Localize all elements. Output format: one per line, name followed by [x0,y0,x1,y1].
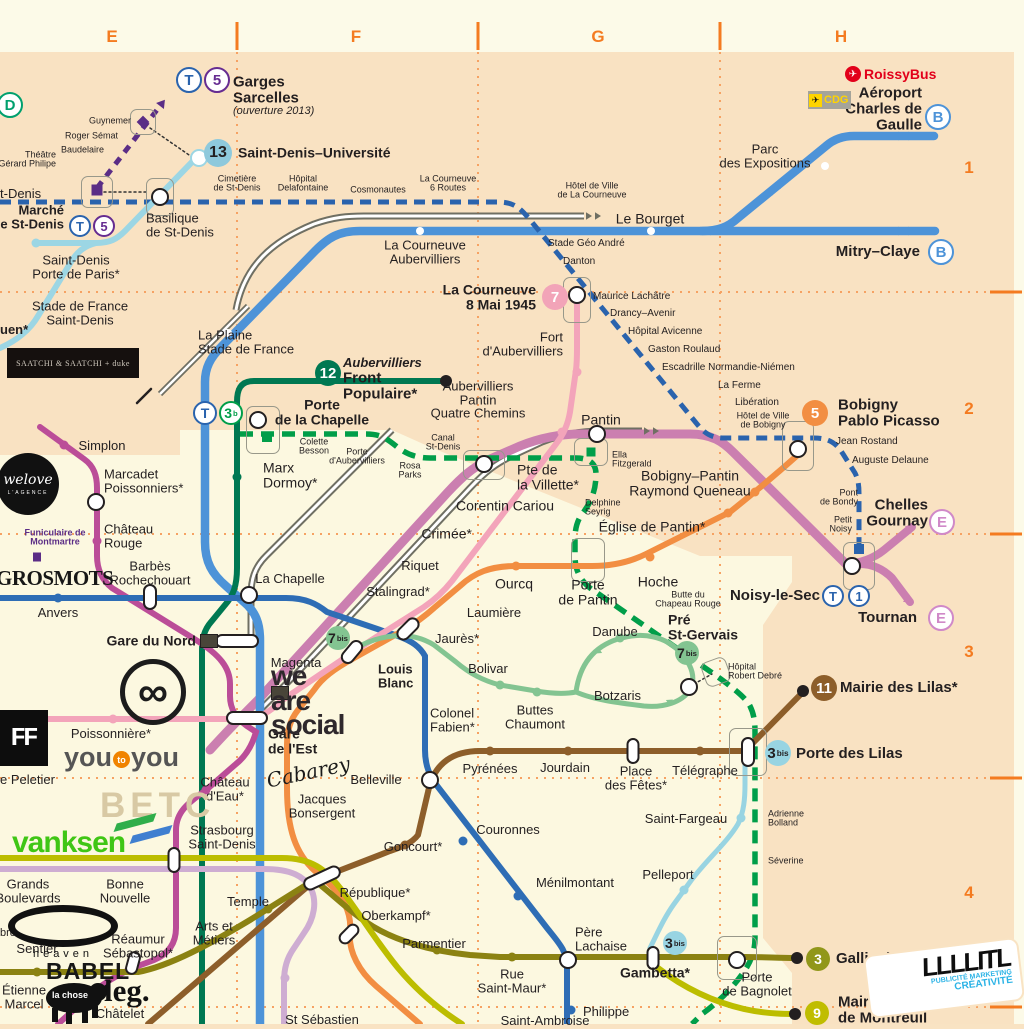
line-m4 [37,424,260,1024]
direction-arrow-icon [586,212,592,220]
direction-arrow-icon [595,646,603,654]
direction-arrow-icon [653,427,659,435]
direction-arrow-icon [156,99,165,110]
line-t1 [0,199,862,548]
line-m7bis [349,633,579,696]
direction-arrow-icon [665,699,673,707]
direction-arrow-icon [898,131,905,141]
direction-arrows [156,99,915,707]
direction-arrow-icon [595,212,601,220]
line-m7bis-loop [573,632,696,709]
line-t5-construction [95,104,162,190]
right-margin [1014,0,1024,1024]
walk-connector [693,673,713,685]
line-m13-branch [0,240,99,351]
direction-arrow-icon [644,427,650,435]
direction-arrow-icon [902,594,913,603]
direction-arrow-icon [898,226,905,236]
direction-arrow-icon [710,226,717,236]
line-m8 [0,866,318,1024]
top-margin [0,0,1024,52]
direction-arrow-icon [767,187,776,196]
line-m2 [0,595,570,1024]
walk-connector [149,127,193,158]
direction-arrow-icon [908,131,915,141]
line-rer-b-cdg [697,131,939,236]
direction-arrow-icon [775,181,784,190]
line-break-tick [135,387,153,405]
direction-arrow-icon [904,525,915,534]
line-m9-montreuil [655,965,795,1017]
direction-arrow-icon [908,226,915,236]
direction-arrow-icon [700,226,707,236]
line-m3bis [647,757,748,951]
line-rer-b [200,226,940,1024]
paris-city-background [0,430,792,1024]
line-t3b [240,431,758,1024]
